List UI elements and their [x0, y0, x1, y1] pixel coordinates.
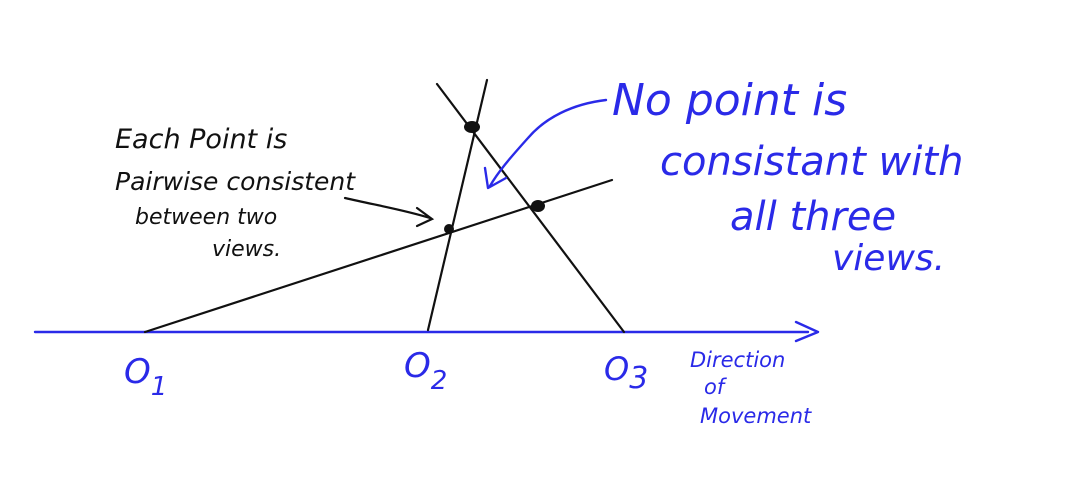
no-point-note-line-3: all three: [730, 194, 896, 240]
ray-from-o2: [426, 78, 489, 332]
intersection-o1-o2: [444, 224, 454, 234]
direction-label-line-1: Direction: [690, 348, 785, 372]
origin-label-o1: O1: [124, 352, 167, 402]
origin-labels: O1 O2 O3: [124, 346, 648, 402]
origin-label-o3: O3: [604, 350, 648, 396]
direction-label-line-3: Movement: [700, 404, 812, 428]
intersection-points: [444, 121, 545, 234]
intersection-o1-o3: [531, 200, 545, 212]
direction-label: Direction of Movement: [690, 348, 812, 428]
intersection-o2-o3: [464, 121, 480, 133]
pairwise-note: Each Point is Pairwise consistent betwee…: [115, 124, 435, 262]
pairwise-note-line-1: Each Point is: [115, 124, 287, 155]
pairwise-note-line-2: Pairwise consistent: [115, 167, 356, 196]
pairwise-note-arrowhead: [415, 206, 435, 228]
no-point-note-line-1: No point is: [612, 75, 847, 126]
pairwise-note-arrow: [343, 196, 432, 220]
ray-from-o3: [435, 82, 626, 334]
axis-arrowhead: [794, 320, 820, 343]
no-point-note: No point is consistant with all three vi…: [483, 75, 963, 279]
pairwise-note-line-4: views.: [212, 237, 281, 262]
direction-label-line-2: of: [704, 375, 728, 399]
pairwise-note-line-3: between two: [135, 205, 277, 230]
movement-axis: [33, 320, 820, 343]
no-point-note-line-4: views.: [832, 238, 945, 279]
no-point-note-line-2: consistant with: [660, 139, 963, 185]
no-point-note-arrowhead: [483, 166, 508, 190]
no-point-note-arrow: [488, 98, 608, 188]
origin-label-o2: O2: [404, 346, 447, 396]
